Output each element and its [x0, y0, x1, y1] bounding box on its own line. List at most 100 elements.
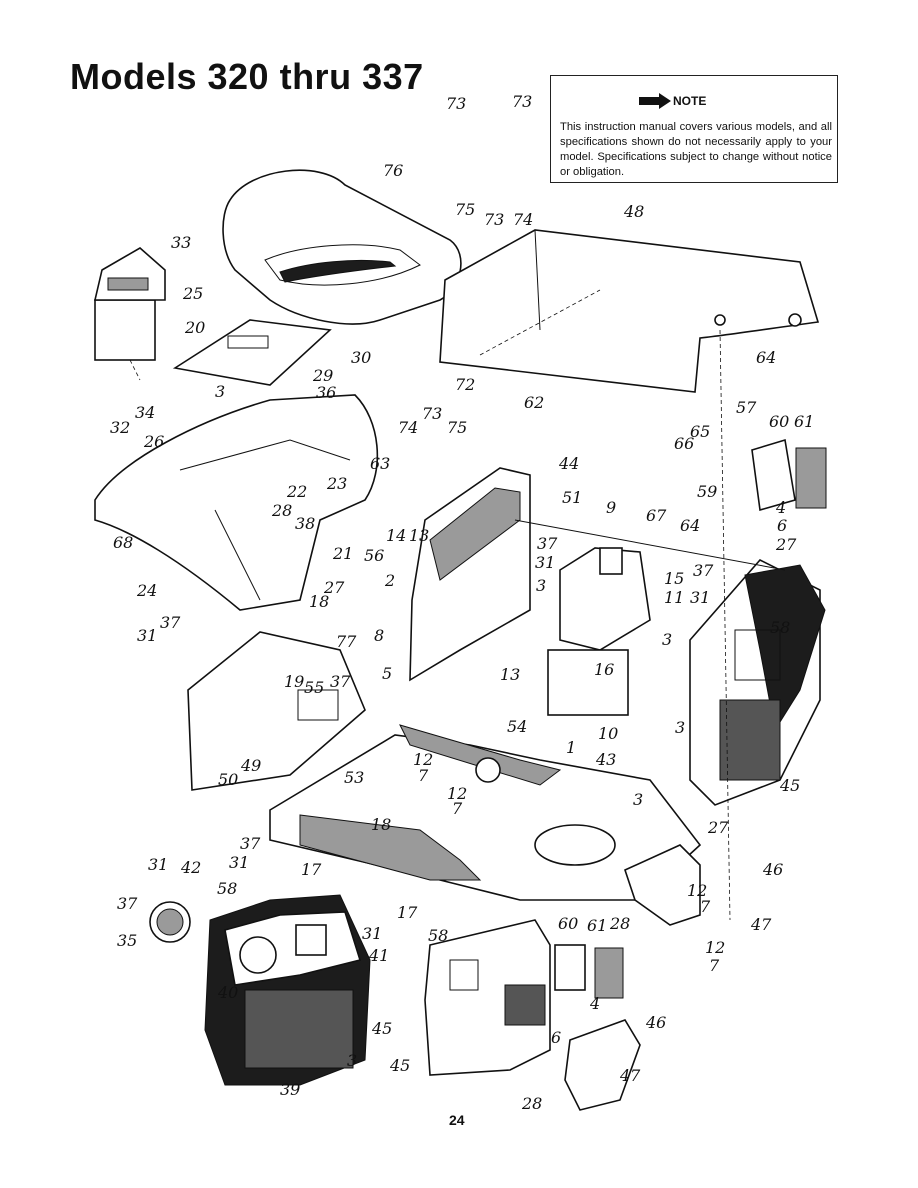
- callout-27: 27: [708, 818, 729, 837]
- callout-6: 6: [551, 1028, 562, 1047]
- callout-7: 7: [700, 897, 711, 916]
- callout-43: 43: [596, 750, 617, 769]
- callout-73: 73: [512, 92, 533, 111]
- callout-58: 58: [217, 879, 238, 898]
- callout-46: 46: [763, 860, 784, 879]
- callout-35: 35: [117, 931, 138, 950]
- front-grille-right: [689, 559, 826, 806]
- axle-bracket: [564, 1019, 641, 1111]
- callout-1: 1: [566, 738, 577, 757]
- callout-37: 37: [240, 834, 261, 853]
- callout-4: 4: [776, 498, 787, 517]
- seat: [222, 169, 462, 325]
- callout-31: 31: [229, 853, 250, 872]
- callout-75: 75: [447, 418, 468, 437]
- callout-34: 34: [135, 403, 156, 422]
- callout-24: 24: [137, 581, 158, 600]
- callout-61: 61: [587, 916, 608, 935]
- callout-73: 73: [422, 404, 443, 423]
- callout-28: 28: [272, 501, 293, 520]
- note-box: NOTE This instruction manual covers vari…: [550, 75, 838, 183]
- callout-37: 37: [537, 534, 558, 553]
- callout-30: 30: [351, 348, 372, 367]
- callout-16: 16: [594, 660, 615, 679]
- rear-fender: [94, 394, 379, 611]
- callout-4: 4: [590, 994, 601, 1013]
- callout-15: 15: [664, 569, 685, 588]
- fuel-tank: [547, 547, 651, 716]
- callout-54: 54: [507, 717, 528, 736]
- callout-37: 37: [117, 894, 138, 913]
- callout-74: 74: [513, 210, 534, 229]
- callout-75: 75: [455, 200, 476, 219]
- callout-65: 65: [690, 422, 711, 441]
- callout-45: 45: [780, 776, 801, 795]
- callout-13: 13: [500, 665, 521, 684]
- callout-32: 32: [110, 418, 131, 437]
- callout-37: 37: [330, 672, 351, 691]
- callout-14: 14: [386, 526, 407, 545]
- callout-6: 6: [777, 516, 788, 535]
- callout-9: 9: [606, 498, 617, 517]
- callout-63: 63: [370, 454, 391, 473]
- headlight: [149, 901, 191, 943]
- dash-panel: [409, 467, 531, 682]
- callout-3: 3: [633, 790, 644, 809]
- callout-26: 26: [144, 432, 165, 451]
- note-text: This instruction manual covers various m…: [560, 121, 832, 178]
- callout-41: 41: [369, 946, 390, 965]
- callout-17: 17: [397, 903, 418, 922]
- callout-27: 27: [324, 578, 345, 597]
- callout-45: 45: [372, 1019, 393, 1038]
- callout-59: 59: [697, 482, 718, 501]
- callout-40: 40: [218, 983, 239, 1002]
- arrow-right-icon: [639, 93, 671, 109]
- callout-18: 18: [309, 592, 330, 611]
- callout-17: 17: [301, 860, 322, 879]
- callout-3: 3: [675, 718, 686, 737]
- lamp-housing: [751, 438, 827, 512]
- callout-44: 44: [559, 454, 580, 473]
- callout-28: 28: [610, 914, 631, 933]
- callout-37: 37: [693, 561, 714, 580]
- callout-47: 47: [620, 1066, 641, 1085]
- callout-11: 11: [664, 588, 685, 607]
- callout-22: 22: [287, 482, 308, 501]
- callout-73: 73: [446, 94, 467, 113]
- callout-64: 64: [756, 348, 777, 367]
- callout-42: 42: [181, 858, 202, 877]
- callout-46: 46: [646, 1013, 667, 1032]
- callout-3: 3: [662, 630, 673, 649]
- callout-56: 56: [364, 546, 385, 565]
- callout-39: 39: [280, 1080, 301, 1099]
- callout-53: 53: [344, 768, 365, 787]
- callout-23: 23: [327, 474, 348, 493]
- callout-55: 55: [304, 678, 325, 697]
- callout-2: 2: [385, 571, 396, 590]
- callout-48: 48: [624, 202, 645, 221]
- callout-73: 73: [484, 210, 505, 229]
- callout-37: 37: [160, 613, 181, 632]
- page-number: 24: [449, 1112, 465, 1128]
- seat-plate: [172, 319, 332, 386]
- callout-3: 3: [215, 382, 226, 401]
- callout-12: 12: [447, 784, 468, 803]
- callout-76: 76: [383, 161, 404, 180]
- callout-62: 62: [524, 393, 545, 412]
- note-header: NOTE: [639, 92, 706, 110]
- callout-57: 57: [736, 398, 757, 417]
- callout-7: 7: [418, 766, 429, 785]
- callout-72: 72: [455, 375, 476, 394]
- callout-20: 20: [185, 318, 206, 337]
- callout-18: 18: [371, 815, 392, 834]
- callout-47: 47: [751, 915, 772, 934]
- callout-27: 27: [776, 535, 797, 554]
- callout-31: 31: [690, 588, 711, 607]
- callout-38: 38: [295, 514, 316, 533]
- callout-60: 60: [558, 914, 579, 933]
- callout-45: 45: [390, 1056, 411, 1075]
- callout-58: 58: [428, 926, 449, 945]
- callout-68: 68: [113, 533, 134, 552]
- callout-58: 58: [770, 618, 791, 637]
- callout-25: 25: [183, 284, 204, 303]
